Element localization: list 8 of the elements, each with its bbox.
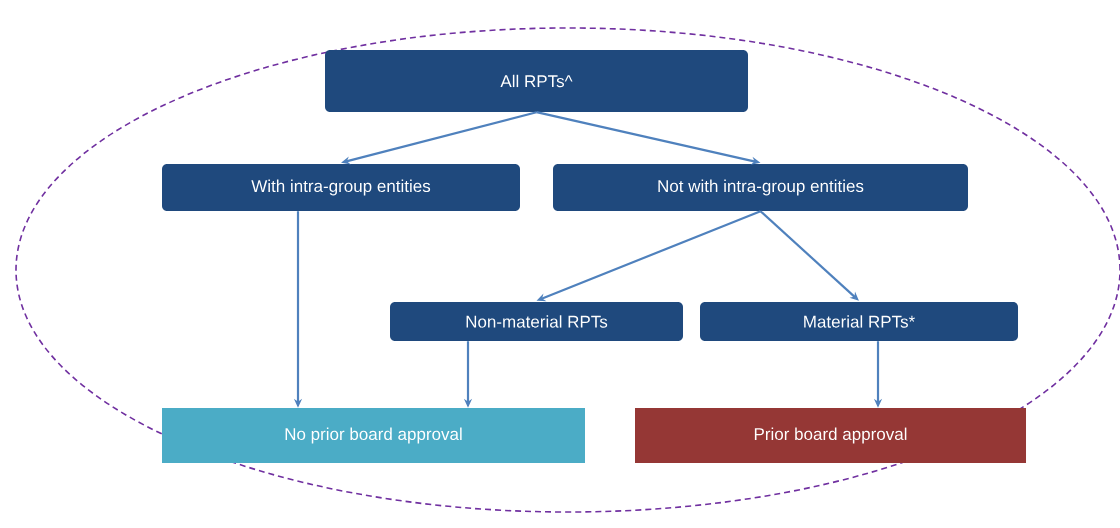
process-box: All RPTs^ xyxy=(325,50,748,112)
process-box: Non-material RPTs xyxy=(390,302,683,341)
process-box: Not with intra-group entities xyxy=(553,164,968,211)
process-box: With intra-group entities xyxy=(162,164,520,211)
process-box: Material RPTs* xyxy=(700,302,1018,341)
arrow xyxy=(759,210,859,301)
outcome-box: No prior board approval xyxy=(162,408,585,463)
outcome-box: Prior board approval xyxy=(635,408,1026,463)
